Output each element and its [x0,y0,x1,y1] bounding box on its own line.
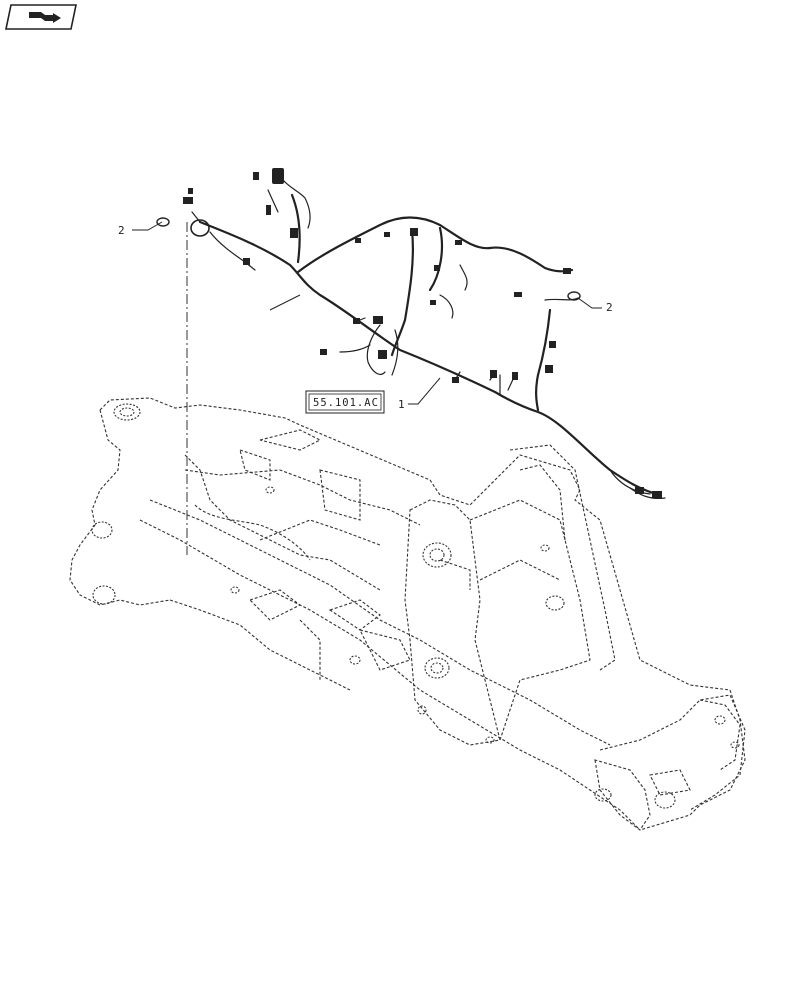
callout-label: 1 [398,398,405,411]
callout-right-2: 2 [577,297,613,314]
callout-item-1: 1 [269,294,441,411]
callout-left-2: 2 [118,221,163,237]
arrow-icon [29,12,61,23]
frame-holes [91,403,740,809]
reference-link-55-101-ac[interactable]: 55.101.AC [305,390,385,414]
callout-label: 2 [606,301,613,314]
machine-frame [69,397,746,831]
wire-harness [156,168,666,500]
callout-label: 2 [118,224,125,237]
reference-label: 55.101.AC [313,397,379,409]
previous-page-button[interactable] [5,4,77,30]
